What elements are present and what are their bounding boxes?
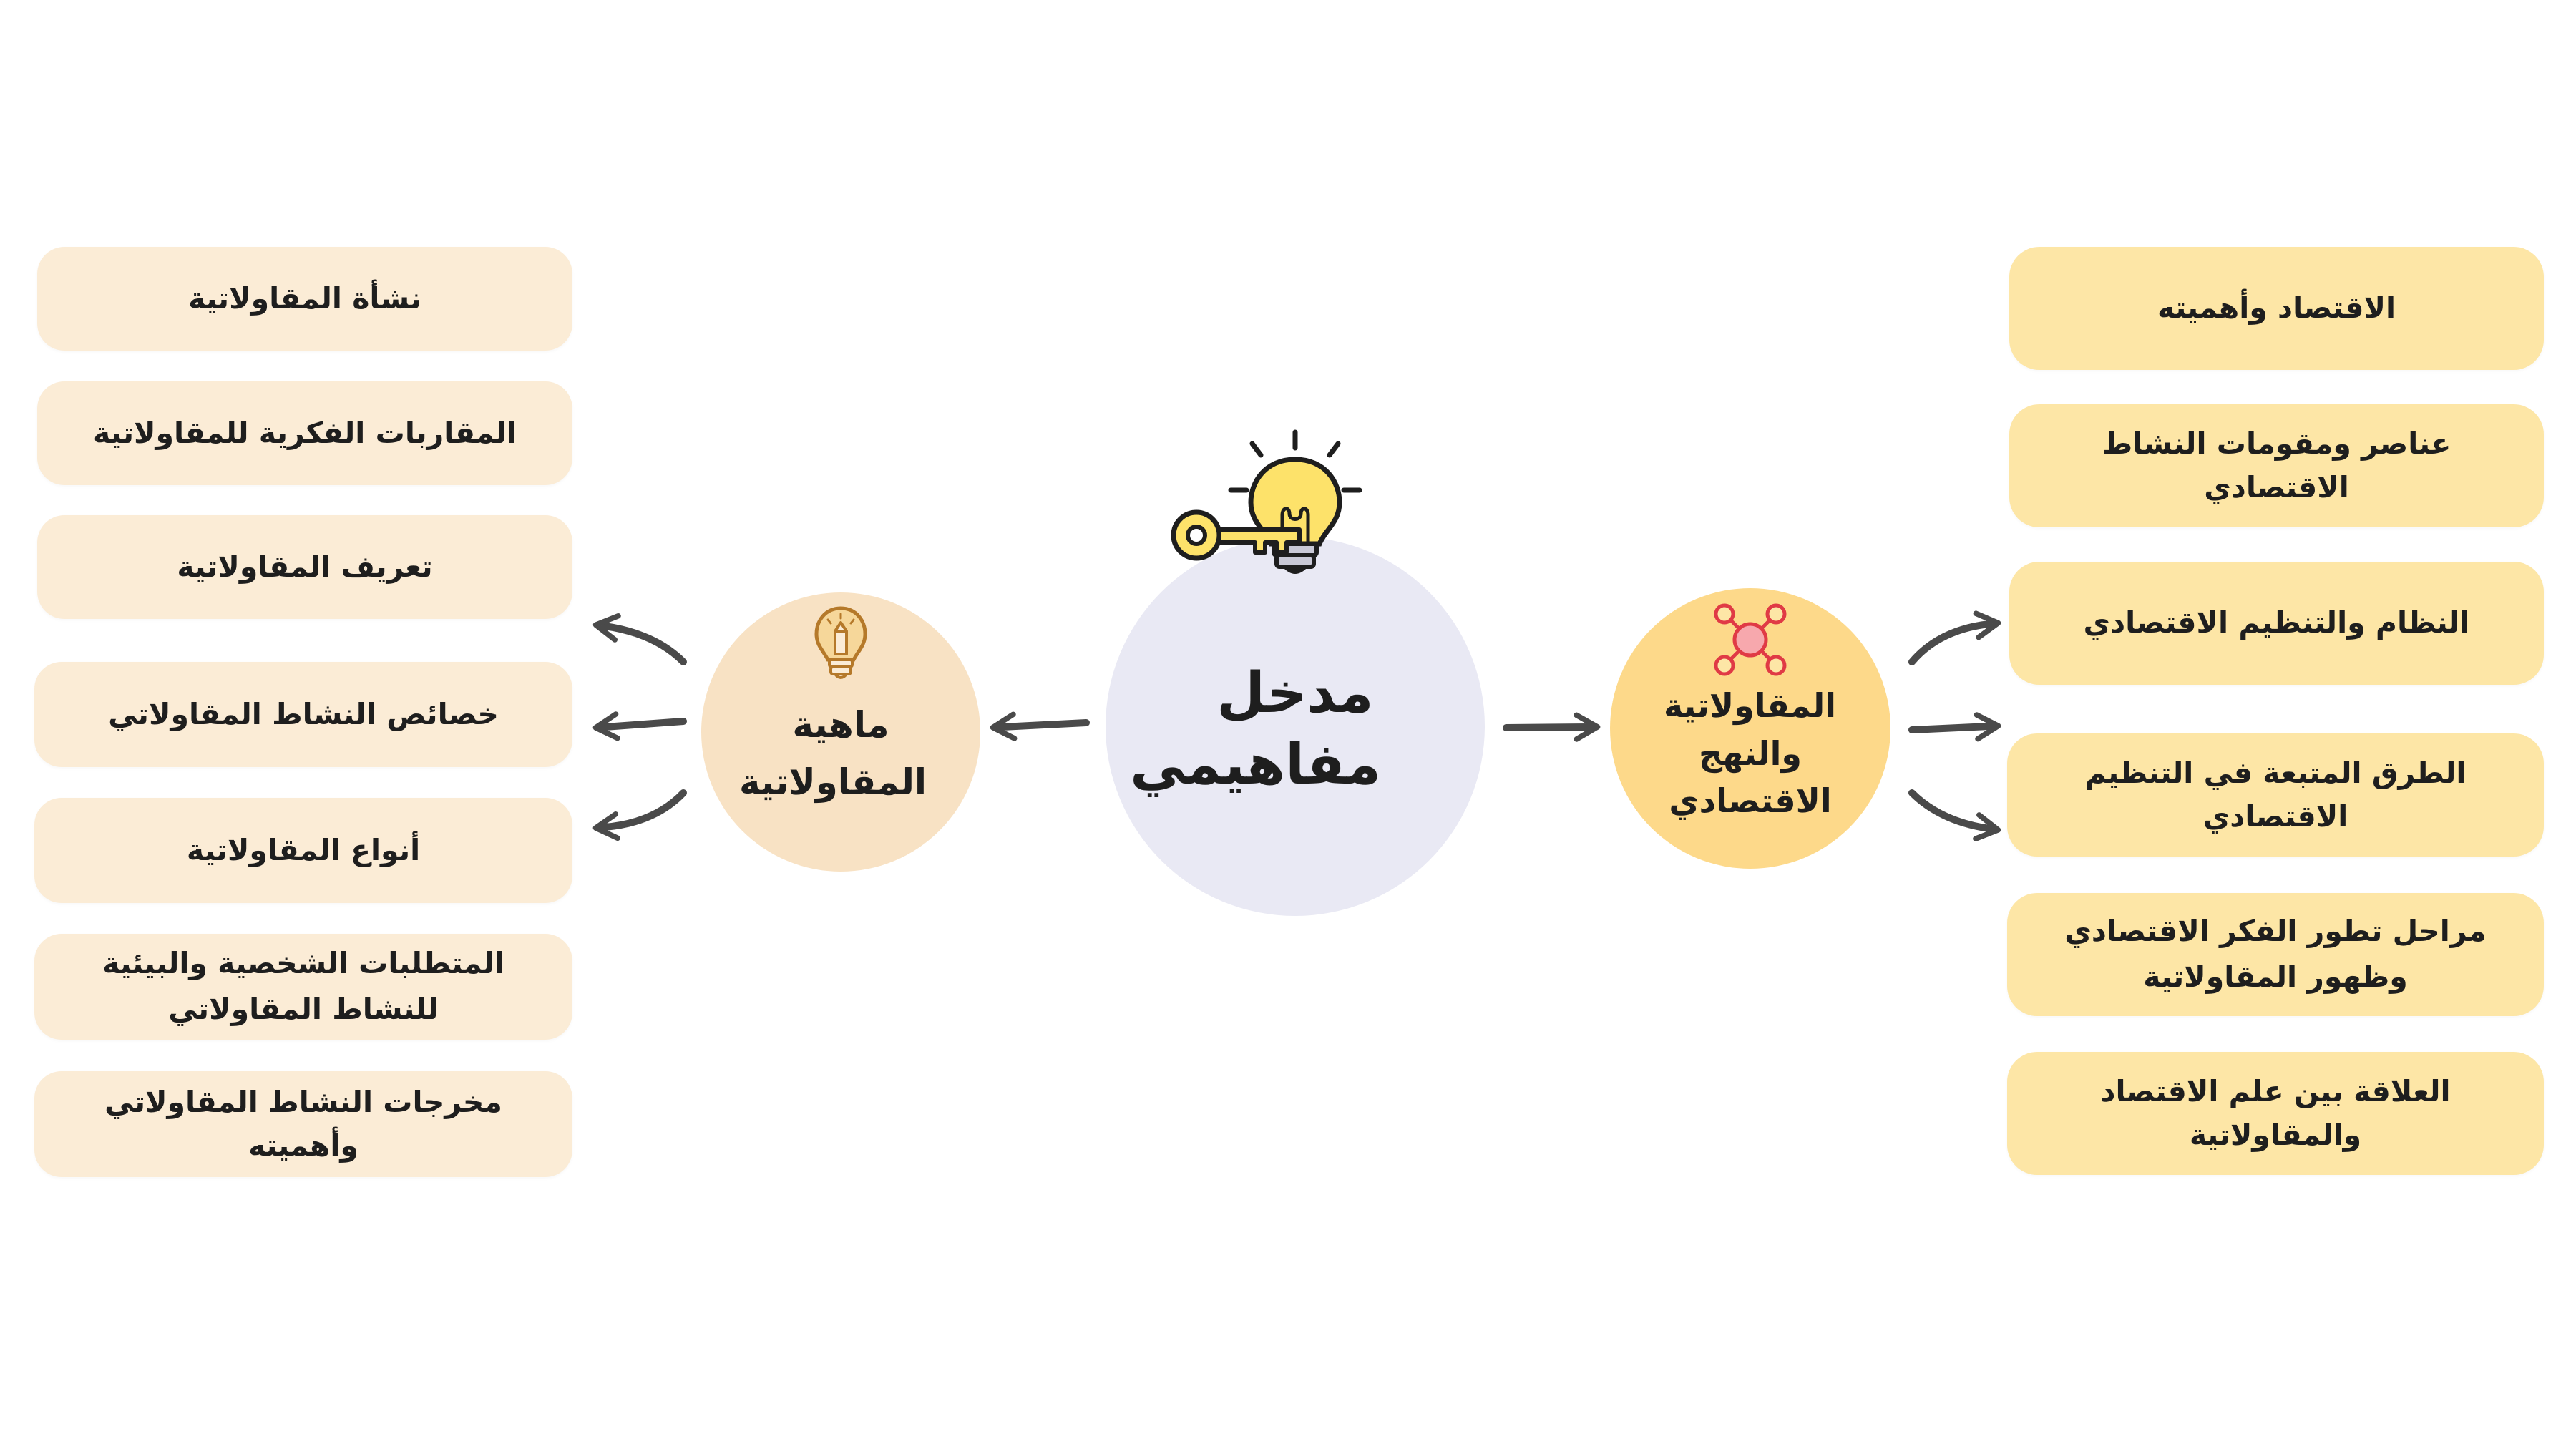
left-item-6: المتطلبات الشخصية والبيئية للنشاط المقاو… — [34, 934, 572, 1040]
right-item-1: الاقتصاد وأهميته — [2009, 247, 2544, 370]
lightbulb-pencil-icon — [814, 606, 867, 679]
right-item-6: العلاقة بين علم الاقتصاد والمقاولاتية — [2007, 1052, 2544, 1175]
center-topic-label: مدخل مفاهيمي — [1130, 661, 1381, 797]
arrow-right-1 — [1908, 610, 2001, 665]
arrow-right-3 — [1908, 789, 2001, 841]
left-item-7: مخرجات النشاط المقاولاتي وأهميته — [34, 1071, 572, 1177]
left-item-4: خصائص النشاط المقاولاتي — [34, 662, 572, 767]
right-item-2: عناصر ومقومات النشاط الاقتصادي — [2009, 404, 2544, 527]
left-branch-label: ماهية المقاولاتية — [738, 704, 927, 803]
arrow-left-mid — [592, 711, 687, 741]
left-item-2: المقاربات الفكرية للمقاولاتية — [37, 381, 572, 485]
arrow-left-down — [592, 789, 687, 841]
right-item-5: مراحل تطور الفكر الاقتصادي وظهور المقاول… — [2007, 893, 2544, 1016]
right-item-4: الطرق المتبعة في التنظيم الاقتصادي — [2007, 733, 2544, 857]
right-branch-label: المقاولاتية والنهج الاقتصادي — [1663, 686, 1836, 821]
network-nodes-icon — [1714, 603, 1787, 676]
arrow-left-up — [592, 613, 687, 665]
arrow-center-to-left — [990, 711, 1090, 741]
left-item-1: نشأة المقاولاتية — [37, 247, 572, 351]
left-item-3: تعريف المقاولاتية — [37, 515, 572, 619]
center-topic: مدخل مفاهيمي — [1106, 537, 1485, 916]
arrow-right-2 — [1908, 712, 2001, 742]
left-item-5: أنواع المقاولاتية — [34, 798, 572, 903]
lightbulb-key-icon — [1171, 429, 1362, 574]
arrow-center-to-right — [1503, 712, 1601, 742]
right-item-3: النظام والتنظيم الاقتصادي — [2009, 562, 2544, 685]
